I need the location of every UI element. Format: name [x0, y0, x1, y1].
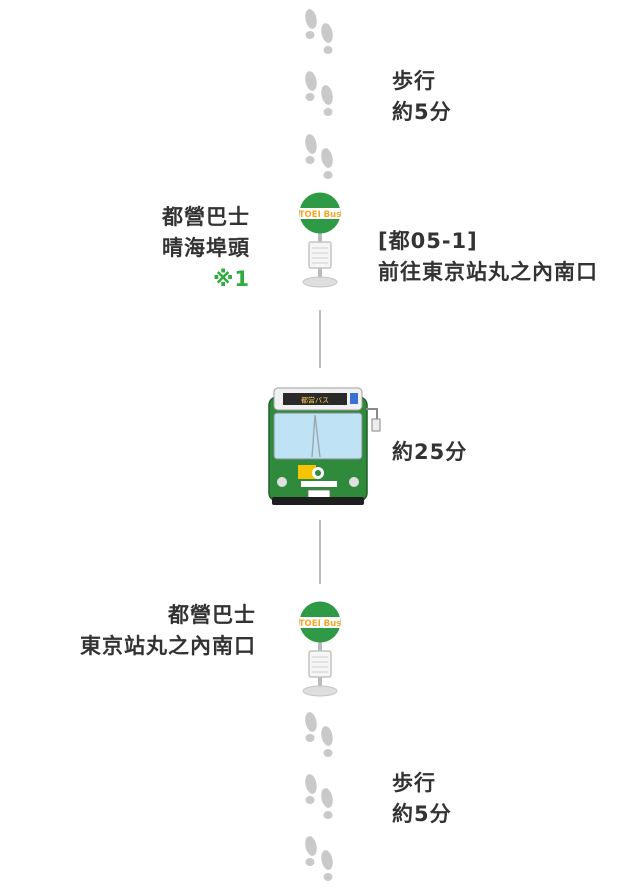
route-number: [都05-1]	[378, 229, 478, 253]
route-info: [都05-1] 前往東京站丸之內南口	[378, 226, 598, 288]
destination-stop-name: 東京站丸之內南口	[80, 634, 256, 658]
bus-stop-sign-icon: TOEI Bus	[299, 192, 341, 288]
footsteps-icon	[305, 836, 333, 881]
origin-footnote-mark: ※1	[212, 267, 250, 291]
origin-stop-name: 晴海埠頭	[162, 236, 250, 260]
walk-time: 約5分	[392, 100, 452, 124]
ride-duration: 約25分	[392, 440, 468, 464]
origin-operator: 都營巴士	[162, 205, 250, 229]
destination-stop-label: 都營巴士 東京站丸之內南口	[20, 600, 256, 662]
sign-label: TOEI Bus	[299, 210, 341, 220]
footsteps-icon	[305, 712, 333, 757]
route-line	[319, 310, 321, 368]
destination-operator: 都營巴士	[168, 603, 256, 627]
route-line	[319, 520, 321, 584]
walk-label: 歩行	[392, 69, 436, 93]
walk-label: 歩行	[392, 771, 436, 795]
sign-label: TOEI Bus	[299, 619, 341, 629]
svg-text:都営バス: 都営バス	[301, 396, 329, 405]
bus-icon: 都営バス	[268, 387, 381, 505]
footsteps-icon	[305, 71, 333, 116]
route-destination: 前往東京站丸之內南口	[378, 260, 598, 284]
footsteps-icon	[305, 774, 333, 819]
footsteps-icon	[305, 134, 333, 179]
walk-time: 約5分	[392, 802, 452, 826]
walk-duration-top: 歩行 約5分	[392, 66, 452, 128]
footsteps-icon	[305, 9, 333, 54]
walk-duration-bottom: 歩行 約5分	[392, 768, 452, 830]
origin-stop-label: 都營巴士 晴海埠頭 ※1	[100, 202, 250, 295]
bus-stop-sign-icon: TOEI Bus	[299, 601, 341, 697]
